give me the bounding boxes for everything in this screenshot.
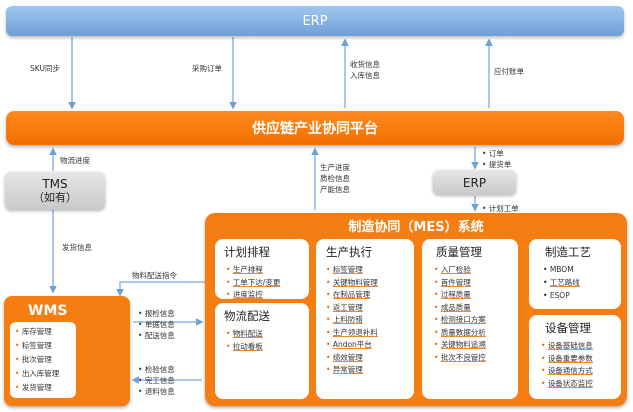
- label-production-1: 生产进度: [320, 163, 350, 172]
- plan-title: 计划排程: [224, 245, 270, 259]
- quality-item: 质量数据分析: [434, 327, 518, 340]
- label-production-info: 生产进度 质检信息 产能信息: [320, 162, 350, 195]
- label-plan-order: • 计划工单: [482, 204, 519, 213]
- label-report-2: • 单据信息: [138, 320, 175, 329]
- process-item: 工艺路线: [543, 276, 621, 289]
- label-order-1: • 订单: [482, 149, 504, 158]
- label-order-2: • 提货单: [482, 160, 512, 169]
- wms-item: 批次管理: [15, 353, 76, 367]
- quality-card: 质量管理 入厂检验 首件管理 过程质量 成品质量 检测接口方案 质量数据分析 关…: [422, 239, 518, 399]
- label-ship-info: 发货信息: [62, 243, 92, 252]
- label-report-1: • 报检信息: [138, 309, 175, 318]
- label-receive-2: 入库信息: [350, 71, 380, 80]
- process-title: 制造工艺: [545, 245, 591, 259]
- wms-item: 发货管理: [15, 381, 76, 395]
- equipment-item: 设备状态监控: [541, 378, 621, 391]
- quality-list: 入厂检验 首件管理 过程质量 成品质量 检测接口方案 质量数据分析 关键物料追溯…: [422, 264, 518, 364]
- equipment-item: 设备基础信息: [541, 340, 621, 353]
- quality-item: 成品质量: [434, 302, 518, 315]
- equipment-list: 设备基础信息 设备重要参数 设备通信方式 设备状态监控: [529, 340, 621, 390]
- quality-item: 关键物料追溯: [434, 339, 518, 352]
- equipment-item: 设备通信方式: [541, 365, 621, 378]
- wms-title: WMS: [28, 303, 68, 319]
- wms-list: 库存管理 标签管理 批次管理 出入库管理 发货管理: [10, 322, 76, 395]
- execution-item: 返工管理: [326, 302, 414, 315]
- label-report-info: • 报检信息 • 单据信息 • 配送信息: [138, 308, 175, 341]
- wms-item: 标签管理: [15, 339, 76, 353]
- execution-item: 异常管理: [326, 364, 414, 377]
- plan-item: 工单下达/变更: [226, 277, 309, 290]
- quality-item: 批次不良管控: [434, 352, 518, 365]
- quality-item: 检测接口方案: [434, 314, 518, 327]
- execution-item: 生产领退补料: [326, 327, 414, 340]
- tms-box: TMS （如有）: [5, 172, 105, 210]
- label-production-2: 质检信息: [320, 174, 350, 183]
- execution-item: 关键物料管理: [326, 277, 414, 290]
- supply-chain-platform: 供应链产业协同平台: [6, 111, 624, 145]
- logistics-title: 物流配送: [224, 309, 270, 323]
- label-inspect-2: • 完工信息: [138, 376, 175, 385]
- label-inspect-3: • 退料信息: [138, 387, 175, 396]
- tms-title: TMS: [42, 177, 68, 191]
- execution-item: 在制品管理: [326, 289, 414, 302]
- label-logistics-progress: 物流进度: [60, 156, 90, 165]
- label-payable: 应付账单: [494, 67, 524, 76]
- label-purchase-order: 采购订单: [192, 64, 222, 73]
- label-order-info: • 订单 • 提货单: [482, 148, 511, 170]
- logistics-card: 物流配送 物料配送 拉动看板: [215, 303, 309, 399]
- execution-card: 生产执行 标签管理 关键物料管理 在制品管理 返工管理 上料防错 生产领退补料 …: [316, 239, 414, 399]
- execution-item: 绩效管理: [326, 352, 414, 365]
- execution-title: 生产执行: [326, 245, 372, 259]
- process-card: 制造工艺 MBOM 工艺路线 ESOP: [529, 239, 621, 309]
- tms-subtitle: （如有）: [33, 191, 77, 204]
- wms-item: 出入库管理: [15, 367, 76, 381]
- plan-list: 生产排程 工单下达/变更 进度监控: [215, 264, 309, 302]
- quality-title: 质量管理: [436, 245, 482, 259]
- arrow-material-cmd: [116, 281, 205, 297]
- plan-item: 生产排程: [226, 264, 309, 277]
- label-inspect-1: • 检验信息: [138, 365, 175, 374]
- label-production-3: 产能信息: [320, 185, 350, 194]
- label-sku-sync: SKU同步: [30, 64, 60, 73]
- platform-title: 供应链产业协同平台: [252, 121, 378, 137]
- label-material-cmd: 物料配送指令: [132, 271, 177, 280]
- label-receive-info: 收货信息 入库信息: [350, 59, 380, 81]
- mes-title: 制造协同（MES）系统: [348, 220, 484, 235]
- plan-item: 进度监控: [226, 289, 309, 302]
- logistics-item: 物料配送: [226, 328, 309, 341]
- erp-top-bar: ERP: [6, 6, 624, 36]
- label-inspect-info: • 检验信息 • 完工信息 • 退料信息: [138, 364, 175, 397]
- wms-item-box: 库存管理 标签管理 批次管理 出入库管理 发货管理: [10, 322, 76, 398]
- plan-card: 计划排程 生产排程 工单下达/变更 进度监控: [215, 239, 309, 299]
- execution-list: 标签管理 关键物料管理 在制品管理 返工管理 上料防错 生产领退补料 Andon…: [316, 264, 414, 377]
- label-report-3: • 配送信息: [138, 331, 175, 340]
- process-list: MBOM 工艺路线 ESOP: [529, 263, 621, 302]
- quality-item: 入厂检验: [434, 264, 518, 277]
- quality-item: 首件管理: [434, 277, 518, 290]
- quality-item: 过程质量: [434, 289, 518, 302]
- execution-item: Andon平台: [326, 339, 414, 352]
- process-item: ESOP: [543, 289, 621, 302]
- erp-mid-label: ERP: [462, 175, 487, 190]
- logistics-item: 拉动看板: [226, 341, 309, 354]
- label-receive-1: 收货信息: [350, 60, 380, 69]
- equipment-item: 设备重要参数: [541, 353, 621, 366]
- erp-top-label: ERP: [302, 13, 328, 29]
- equipment-title: 设备管理: [545, 321, 591, 335]
- logistics-list: 物料配送 拉动看板: [215, 328, 309, 353]
- execution-item: 标签管理: [326, 264, 414, 277]
- process-item: MBOM: [543, 263, 621, 276]
- equipment-card: 设备管理 设备基础信息 设备重要参数 设备通信方式 设备状态监控: [529, 315, 621, 399]
- erp-mid-box: ERP: [433, 170, 516, 195]
- execution-item: 上料防错: [326, 314, 414, 327]
- wms-item: 库存管理: [15, 325, 76, 339]
